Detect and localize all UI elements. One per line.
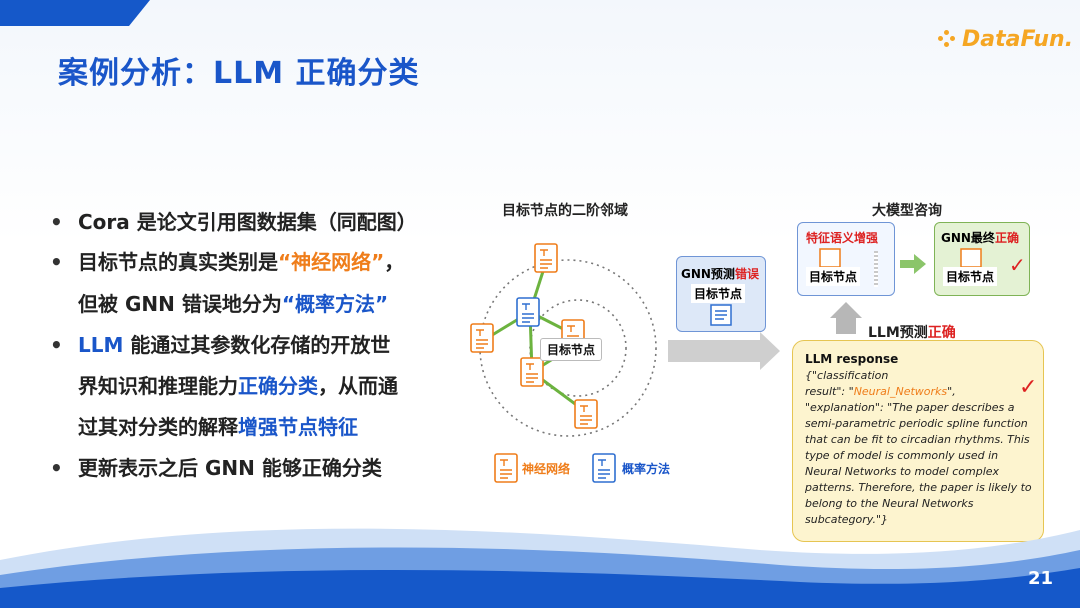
bullet-text: 增强节点特征 <box>238 415 358 439</box>
doc-icon <box>819 248 841 267</box>
neighbor-node-neural <box>520 357 544 387</box>
neighbor-node-neural <box>534 243 558 273</box>
green-arrow-icon <box>900 254 926 274</box>
bullet-text: 更新表示之后 GNN 能够正确分类 <box>78 456 382 480</box>
bullet-text: 目标节点的真实类别是 <box>78 250 278 274</box>
bullet-text: ， <box>384 250 405 274</box>
doc-icon <box>960 248 982 267</box>
bullet-text: 正确分类 <box>238 374 318 398</box>
bullet-text: 能通过其参数化存储的开放世 <box>123 333 391 357</box>
legend-prob-icon <box>592 453 616 483</box>
bullet-3: • LLM 能通过其参数化存储的开放世 <box>50 329 390 358</box>
gnn-prediction-box: GNN预测错误 目标节点 <box>676 256 766 332</box>
neighborhood-label: 目标节点的二阶邻域 <box>502 203 628 219</box>
corner-accent <box>0 0 150 26</box>
bullet-dot: • <box>50 210 63 234</box>
gnn-final-box: GNN最终正确 目标节点 ✓ <box>934 222 1030 296</box>
page-number: 21 <box>1028 568 1054 589</box>
bullet-3-cont-1: 界知识和推理能力正确分类，从而通 <box>50 370 398 399</box>
target-node-tag: 目标节点 <box>540 338 603 361</box>
bullet-dot: • <box>50 333 63 357</box>
bullet-2-cont: 但被 GNN 错误地分为“概率方法” <box>50 288 388 317</box>
check-icon: ✓ <box>1009 253 1026 277</box>
feature-bar <box>874 251 878 287</box>
legend-prob-label: 概率方法 <box>622 462 671 476</box>
bullet-4: • 更新表示之后 GNN 能够正确分类 <box>50 452 382 481</box>
logo-text: DataFun. <box>962 26 1074 52</box>
llm-pred-label: LLM预测正确 <box>868 325 956 341</box>
gnn-final-label: GNN最终正确 <box>941 231 1019 245</box>
bullet-text: “概率方法” <box>281 292 389 316</box>
feature-enhance-label: 特征语义增强 <box>806 231 879 245</box>
neighbor-node-neural <box>574 399 598 429</box>
final-target-tag: 目标节点 <box>943 267 998 286</box>
bottom-wave <box>0 528 1080 608</box>
gnn-pred-label: GNN预测错误 <box>681 267 759 281</box>
doc-icon <box>710 304 732 326</box>
legend-neural-icon <box>494 453 518 483</box>
llm-consult-label: 大模型咨询 <box>872 203 942 219</box>
logo-dots-icon <box>938 28 960 50</box>
bullet-text: 过其对分类的解释 <box>78 415 238 439</box>
slide-title: 案例分析：LLM 正确分类 <box>58 56 420 91</box>
response-body: {"classification result": "Neural_Networ… <box>805 369 1032 526</box>
bullet-text: 界知识和推理能力 <box>78 374 238 398</box>
bullet-text: ，从而通 <box>318 374 398 398</box>
response-title: LLM response <box>805 352 899 366</box>
bullet-dot: • <box>50 250 63 274</box>
bullet-text: Cora 是论文引用图数据集（同配图） <box>78 210 417 234</box>
neighbor-node-neural <box>470 323 494 353</box>
check-icon: ✓ <box>1019 375 1038 400</box>
big-arrow-icon <box>668 332 780 370</box>
bullet-dot: • <box>50 456 63 480</box>
feature-target-tag: 目标节点 <box>806 267 861 286</box>
bullet-1: • Cora 是论文引用图数据集（同配图） <box>50 206 417 235</box>
bullet-3-cont-2: 过其对分类的解释增强节点特征 <box>50 411 358 440</box>
datafun-logo: DataFun. <box>938 22 1073 56</box>
up-arrow-icon <box>830 302 862 334</box>
gnn-target-tag: 目标节点 <box>691 284 746 303</box>
bullet-2: • 目标节点的真实类别是“神经网络”， <box>50 246 404 275</box>
llm-response-box: LLM response {"classification result": "… <box>792 340 1044 542</box>
bullet-text: “神经网络” <box>278 250 385 274</box>
feature-enhance-box: 特征语义增强 目标节点 <box>797 222 895 296</box>
neighbor-node-probabilistic <box>516 297 540 327</box>
bullet-text: 但被 GNN 错误地分为 <box>78 292 282 316</box>
legend-neural-label: 神经网络 <box>522 462 571 476</box>
bullet-text: LLM <box>78 333 124 357</box>
